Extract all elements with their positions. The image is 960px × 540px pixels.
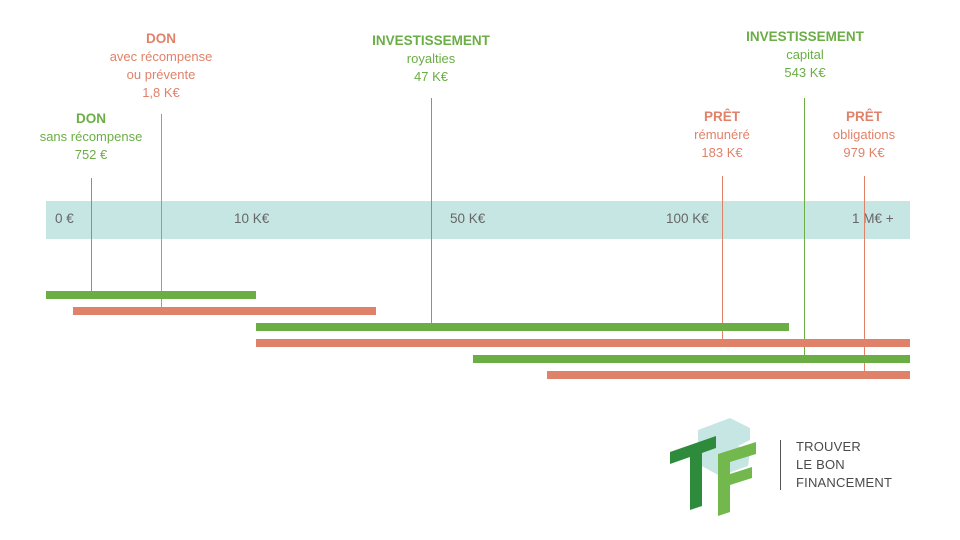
range-bar-don-avec-recompense bbox=[73, 307, 376, 315]
logo-wordmark: TROUVER LE BON FINANCEMENT bbox=[796, 438, 892, 492]
callout-type: avec récompense bbox=[109, 49, 213, 64]
callout-type: rémunéré bbox=[694, 127, 750, 142]
callout-amount: 752 € bbox=[74, 147, 108, 162]
callout-investissement-royalties: INVESTISSEMENT royalties 47 K€ bbox=[351, 32, 511, 86]
callout-amount: 183 K€ bbox=[701, 145, 743, 160]
tbf-logo-mark bbox=[668, 412, 768, 521]
callout-type: obligations bbox=[832, 127, 896, 142]
callout-title: DON bbox=[146, 31, 176, 46]
callout-amount: 47 K€ bbox=[414, 69, 448, 84]
callout-amount: 979 K€ bbox=[843, 145, 885, 160]
callout-pret-obligations: PRÊT obligations 979 K€ bbox=[814, 108, 914, 162]
callout-amount: 1,8 K€ bbox=[142, 85, 180, 100]
callout-title: DON bbox=[76, 111, 106, 126]
logo-line-2: LE BON bbox=[796, 457, 845, 472]
range-bar-pret-remunere bbox=[256, 339, 910, 347]
connector-investissement-capital bbox=[804, 98, 805, 356]
range-bar-investissement-royalties bbox=[256, 323, 789, 331]
scale-tick-10k: 10 K€ bbox=[234, 211, 270, 226]
callout-type: royalties bbox=[406, 51, 456, 66]
scale-tick-50k: 50 K€ bbox=[450, 211, 486, 226]
range-bar-investissement-capital bbox=[473, 355, 910, 363]
logo-line-1: TROUVER bbox=[796, 439, 861, 454]
callout-title: INVESTISSEMENT bbox=[372, 33, 490, 48]
callout-type: capital bbox=[786, 47, 824, 62]
scale-tick-100k: 100 K€ bbox=[666, 211, 709, 226]
callout-investissement-capital: INVESTISSEMENT capital 543 K€ bbox=[725, 28, 885, 82]
callout-don-sans-recompense: DON sans récompense 752 € bbox=[22, 110, 160, 164]
range-bar-don-sans-recompense bbox=[46, 291, 256, 299]
connector-pret-obligations bbox=[864, 176, 865, 374]
connector-pret-remunere bbox=[722, 176, 723, 340]
logo-line-3: FINANCEMENT bbox=[796, 475, 893, 490]
connector-investissement-royalties bbox=[431, 98, 432, 324]
callout-title: PRÊT bbox=[703, 109, 740, 124]
tbf-logo-icon bbox=[670, 418, 756, 516]
callout-don-avec-recompense: DON avec récompense ou prévente 1,8 K€ bbox=[92, 30, 230, 102]
logo-divider bbox=[780, 440, 781, 490]
callout-type: sans récompense bbox=[39, 129, 143, 144]
callout-amount: 543 K€ bbox=[784, 65, 826, 80]
connector-don-avec bbox=[161, 114, 162, 307]
scale-tick-0: 0 € bbox=[55, 211, 74, 226]
callout-type-2: ou prévente bbox=[126, 67, 196, 82]
callout-pret-remunere: PRÊT rémunéré 183 K€ bbox=[662, 108, 782, 162]
callout-title: INVESTISSEMENT bbox=[746, 29, 864, 44]
scale-band bbox=[46, 201, 910, 239]
callout-title: PRÊT bbox=[845, 109, 882, 124]
scale-tick-1m: 1 M€ + bbox=[852, 211, 894, 226]
connector-don-sans bbox=[91, 178, 92, 296]
range-bar-pret-obligations bbox=[547, 371, 910, 379]
